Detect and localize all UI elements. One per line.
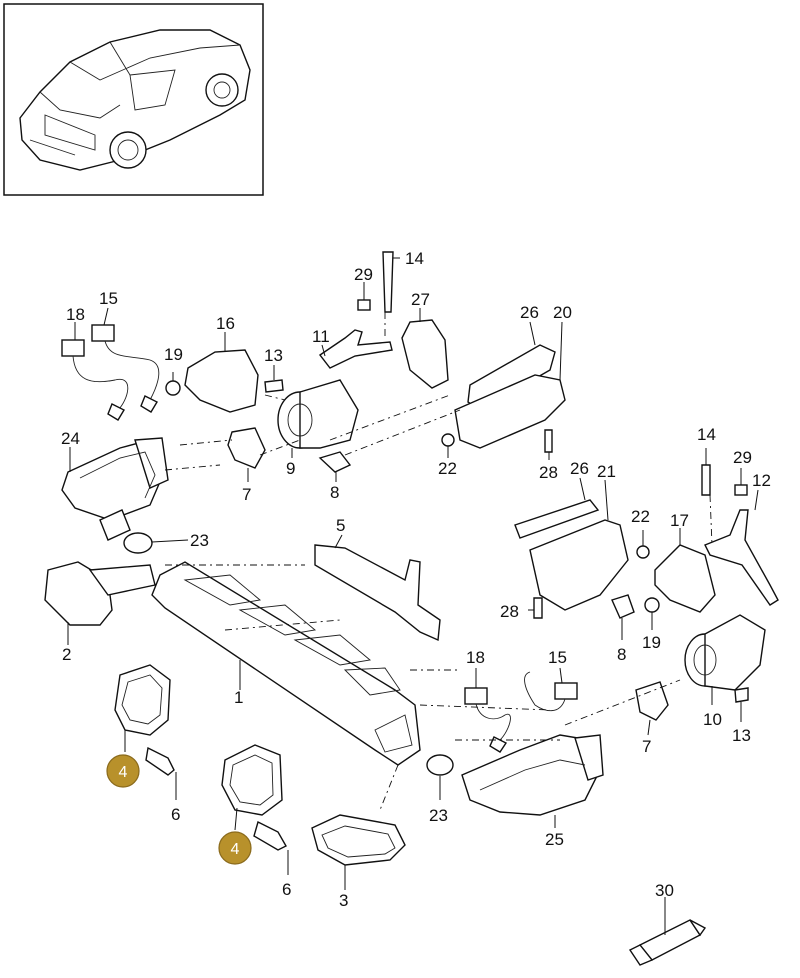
part-7-gasket-left xyxy=(227,427,266,482)
part-6-bolt-right xyxy=(253,820,289,875)
part-14-stud-upper xyxy=(382,251,400,313)
vehicle-thumbnail xyxy=(3,3,264,196)
part-4-heat-shield-right xyxy=(221,744,283,816)
badge-4-right-label: 4 xyxy=(231,841,240,858)
part-7-gasket-right xyxy=(635,681,669,736)
part-5-bracket xyxy=(314,534,441,642)
part-27-heat-shield xyxy=(401,308,449,389)
callout-11: 11 xyxy=(312,327,330,346)
part-13-bolt-upper xyxy=(264,365,284,393)
callout-5: 5 xyxy=(336,516,345,535)
part-10-turbocharger-right xyxy=(684,614,766,705)
callout-9: 9 xyxy=(286,459,295,478)
assembly-lines xyxy=(164,312,713,811)
callout-8-left: 8 xyxy=(330,483,339,502)
part-6-bolt-left xyxy=(145,746,177,800)
part-9-turbocharger-left xyxy=(277,379,359,458)
callout-22-right: 22 xyxy=(631,507,650,526)
part-24-catalytic-converter-left xyxy=(61,437,169,541)
part-2-tailpipe-left xyxy=(44,561,156,645)
part-17-heat-shield-right xyxy=(654,528,716,613)
part-4-heat-shield-left xyxy=(114,664,171,736)
badge-4-left-label: 4 xyxy=(119,764,128,781)
part-26-manifold-gasket-left xyxy=(467,321,556,411)
callout-19-right: 19 xyxy=(642,633,661,652)
part-8-gasket-left xyxy=(318,451,352,482)
callout-1: 1 xyxy=(234,688,243,707)
callout-2: 2 xyxy=(62,645,71,664)
part-19-nut-right xyxy=(644,597,660,630)
callout-29-right: 29 xyxy=(733,448,752,467)
part-15-connector-left xyxy=(91,307,115,342)
callout-15-right: 15 xyxy=(548,648,567,667)
part-28-bolt-left xyxy=(544,429,553,460)
callout-23-left: 23 xyxy=(190,531,209,550)
part-23-clamp-right xyxy=(426,754,454,800)
callout-29-upper: 29 xyxy=(354,265,373,284)
part-14-stud-right xyxy=(701,448,711,496)
callout-14-right: 14 xyxy=(697,425,716,444)
callout-15-left: 15 xyxy=(99,289,118,308)
callout-13-right: 13 xyxy=(732,726,751,745)
lambda-sensor-wiring-right xyxy=(475,671,566,753)
callout-labels: 1 2 3 5 6 6 7 7 8 8 9 10 11 12 13 13 14 … xyxy=(61,249,771,910)
callout-24: 24 xyxy=(61,429,80,448)
part-19-nut-left xyxy=(165,372,181,396)
lambda-sensor-wiring-left xyxy=(72,340,160,421)
highlight-badge-4-left[interactable]: 4 xyxy=(106,730,140,788)
callout-26-right: 26 xyxy=(570,459,589,478)
callout-26-left: 26 xyxy=(520,303,539,322)
callout-28-right: 28 xyxy=(500,602,519,621)
callout-22-left: 22 xyxy=(438,459,457,478)
callout-30: 30 xyxy=(655,881,674,900)
callout-7-right: 7 xyxy=(642,737,651,756)
part-16-heat-shield-upper xyxy=(184,332,259,413)
callout-10: 10 xyxy=(703,710,722,729)
callout-13-upper: 13 xyxy=(264,346,283,365)
callout-18-right: 18 xyxy=(466,648,485,667)
callout-21: 21 xyxy=(597,462,616,481)
car-illustration xyxy=(19,29,251,171)
part-23-clamp-left xyxy=(123,532,189,554)
part-28-bolt-right xyxy=(528,597,543,619)
part-11-bracket xyxy=(318,329,393,369)
callout-8-right: 8 xyxy=(617,645,626,664)
part-22-nut-left xyxy=(441,433,455,458)
callout-16: 16 xyxy=(216,314,235,333)
callout-12: 12 xyxy=(752,471,771,490)
part-15-connector-right xyxy=(554,667,578,700)
callout-7-left: 7 xyxy=(242,485,251,504)
callout-3: 3 xyxy=(339,891,348,910)
part-13-bolt-right xyxy=(734,687,749,722)
callout-23-right: 23 xyxy=(429,806,448,825)
part-18-connector-right xyxy=(464,668,488,705)
part-8-gasket-right xyxy=(611,594,635,640)
callout-20: 20 xyxy=(553,303,572,322)
part-30-paste-tube xyxy=(628,897,707,966)
part-29-nut-upper xyxy=(357,282,371,311)
callout-6-right: 6 xyxy=(282,880,291,899)
part-25-catalytic-converter-right xyxy=(461,734,604,828)
callout-25: 25 xyxy=(545,830,564,849)
callout-28-left: 28 xyxy=(539,463,558,482)
part-20-exhaust-manifold-left xyxy=(454,321,566,449)
callout-17: 17 xyxy=(670,511,689,530)
callout-18-left: 18 xyxy=(66,305,85,324)
part-3-tailpipe-right xyxy=(311,814,406,890)
part-22-nut-right xyxy=(636,530,650,559)
callout-6-left: 6 xyxy=(171,805,180,824)
part-12-bracket-right xyxy=(704,489,779,606)
part-18-connector-left xyxy=(61,322,85,357)
callout-27: 27 xyxy=(411,290,430,309)
highlight-badge-4-right[interactable]: 4 xyxy=(218,807,252,865)
part-29-nut-right xyxy=(734,468,748,496)
part-1-rear-silencer xyxy=(151,561,421,766)
callout-14-upper: 14 xyxy=(405,249,424,268)
part-21-exhaust-manifold-right xyxy=(529,479,629,611)
callout-19-left: 19 xyxy=(164,345,183,364)
part-26-manifold-gasket-right xyxy=(514,477,600,539)
